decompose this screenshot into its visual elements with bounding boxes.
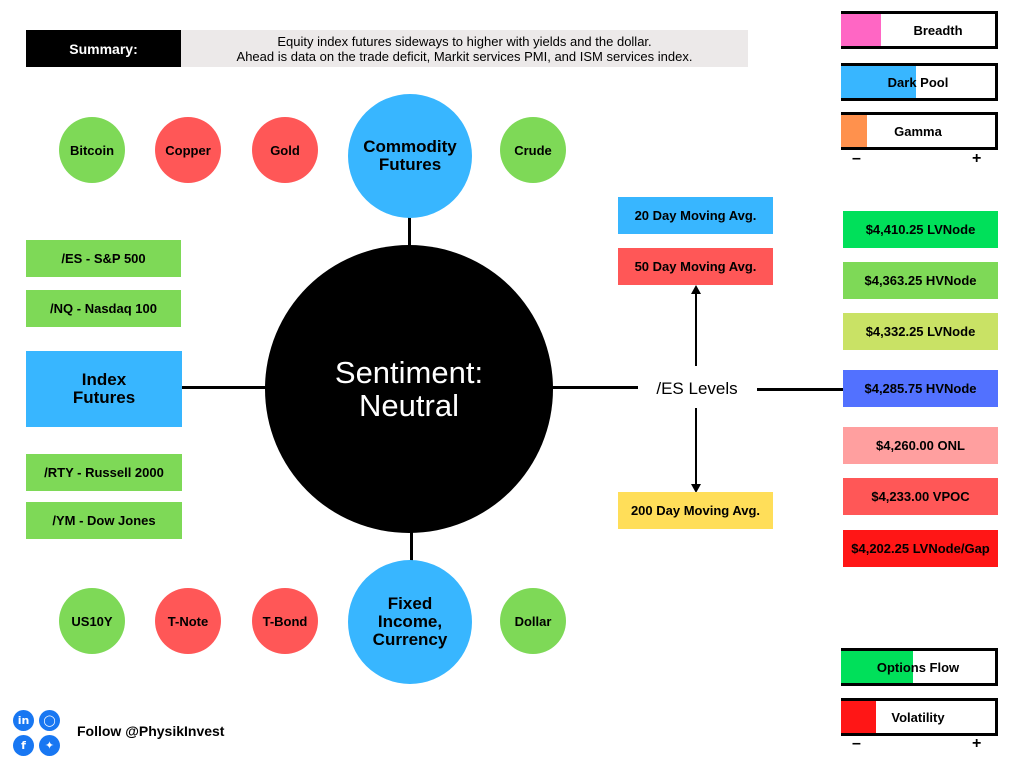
sentiment-title-line-2: Neutral bbox=[359, 388, 459, 423]
connector-bottom bbox=[410, 530, 413, 562]
ma-20: 20 Day Moving Avg. bbox=[618, 197, 773, 234]
arrow-line-up bbox=[695, 292, 697, 366]
commodity-label-line-1: Commodity bbox=[363, 137, 457, 156]
meter-options-flow-label: Options Flow bbox=[876, 659, 960, 675]
twitter-icon[interactable]: ✦ bbox=[39, 735, 60, 756]
level-2: $4,363.25 HVNode bbox=[843, 262, 998, 299]
sentiment-hub: Sentiment: Neutral bbox=[265, 245, 553, 533]
level-6: $4,233.00 VPOC bbox=[843, 478, 998, 515]
level-3: $4,332.25 LVNode bbox=[843, 313, 998, 350]
es-levels-label: /ES Levels bbox=[656, 379, 738, 398]
facebook-icon[interactable]: f bbox=[13, 735, 34, 756]
commodity-label-line-2: Futures bbox=[378, 155, 442, 174]
meter-dark-pool-fill bbox=[841, 66, 917, 98]
index-label-line-1: Index bbox=[81, 370, 127, 389]
arrow-down-icon bbox=[691, 484, 701, 493]
scale-minus-top: – bbox=[852, 150, 861, 167]
index-rty: /RTY - Russell 2000 bbox=[26, 454, 182, 491]
fixed-income-hub: Fixed Income, Currency bbox=[348, 560, 472, 684]
meter-volatility-label: Volatility bbox=[891, 709, 945, 725]
commodity-gold: Gold bbox=[252, 117, 318, 183]
connector-es-right bbox=[757, 388, 843, 391]
arrow-up-icon bbox=[691, 285, 701, 294]
summary-line-1: Equity index futures sideways to higher … bbox=[277, 33, 652, 49]
level-7: $4,202.25 LVNode/Gap bbox=[843, 530, 998, 567]
meter-dark-pool-label: Dark Pool bbox=[887, 74, 949, 90]
index-es: /ES - S&P 500 bbox=[26, 240, 181, 277]
meter-gamma: Gamma bbox=[841, 112, 998, 150]
index-ym: /YM - Dow Jones bbox=[26, 502, 182, 539]
meter-options-flow: Options Flow bbox=[841, 648, 998, 686]
instagram-icon[interactable]: ◯ bbox=[39, 710, 60, 731]
connector-left bbox=[182, 386, 266, 389]
index-futures-hub: Index Futures bbox=[26, 351, 182, 427]
commodity-bitcoin: Bitcoin bbox=[59, 117, 125, 183]
meter-options-flow-fill bbox=[841, 651, 914, 683]
scale-plus-top: + bbox=[972, 150, 982, 167]
fixed-label-line-3: Currency bbox=[372, 630, 448, 649]
arrow-line-down bbox=[695, 408, 697, 485]
scale-plus-bottom: + bbox=[972, 735, 982, 752]
commodity-copper: Copper bbox=[155, 117, 221, 183]
fixed-tnote: T-Note bbox=[155, 588, 221, 654]
summary-text: Equity index futures sideways to higher … bbox=[181, 30, 748, 67]
fixed-us10y: US10Y bbox=[59, 588, 125, 654]
follow-link[interactable]: Follow @PhysikInvest bbox=[77, 723, 225, 739]
commodity-futures-hub: Commodity Futures bbox=[348, 94, 472, 218]
summary-label: Summary: bbox=[26, 30, 181, 67]
fixed-tbond: T-Bond bbox=[252, 588, 318, 654]
meter-gamma-fill bbox=[841, 115, 868, 147]
level-1: $4,410.25 LVNode bbox=[843, 211, 998, 248]
meter-breadth-label: Breadth bbox=[913, 22, 963, 38]
commodity-crude: Crude bbox=[500, 117, 566, 183]
connector-top bbox=[408, 215, 411, 247]
fixed-label-line-2: Income, bbox=[377, 612, 443, 631]
meter-volatility: Volatility bbox=[841, 698, 998, 736]
meter-breadth-fill bbox=[841, 14, 882, 46]
meter-breadth: Breadth bbox=[841, 11, 998, 49]
summary-line-2: Ahead is data on the trade deficit, Mark… bbox=[236, 48, 693, 64]
fixed-dollar: Dollar bbox=[500, 588, 566, 654]
ma-200: 200 Day Moving Avg. bbox=[618, 492, 773, 529]
fixed-label-line-1: Fixed bbox=[387, 594, 433, 613]
ma-50: 50 Day Moving Avg. bbox=[618, 248, 773, 285]
linkedin-icon[interactable]: in bbox=[13, 710, 34, 731]
meter-volatility-fill bbox=[841, 701, 877, 733]
index-label-line-2: Futures bbox=[72, 388, 136, 407]
scale-minus-bottom: – bbox=[852, 735, 861, 752]
level-4: $4,285.75 HVNode bbox=[843, 370, 998, 407]
meter-gamma-label: Gamma bbox=[894, 123, 942, 139]
meter-dark-pool: Dark Pool bbox=[841, 63, 998, 101]
index-nq: /NQ - Nasdaq 100 bbox=[26, 290, 181, 327]
sentiment-title-line-1: Sentiment: bbox=[334, 355, 484, 390]
level-5: $4,260.00 ONL bbox=[843, 427, 998, 464]
connector-right bbox=[552, 386, 638, 389]
